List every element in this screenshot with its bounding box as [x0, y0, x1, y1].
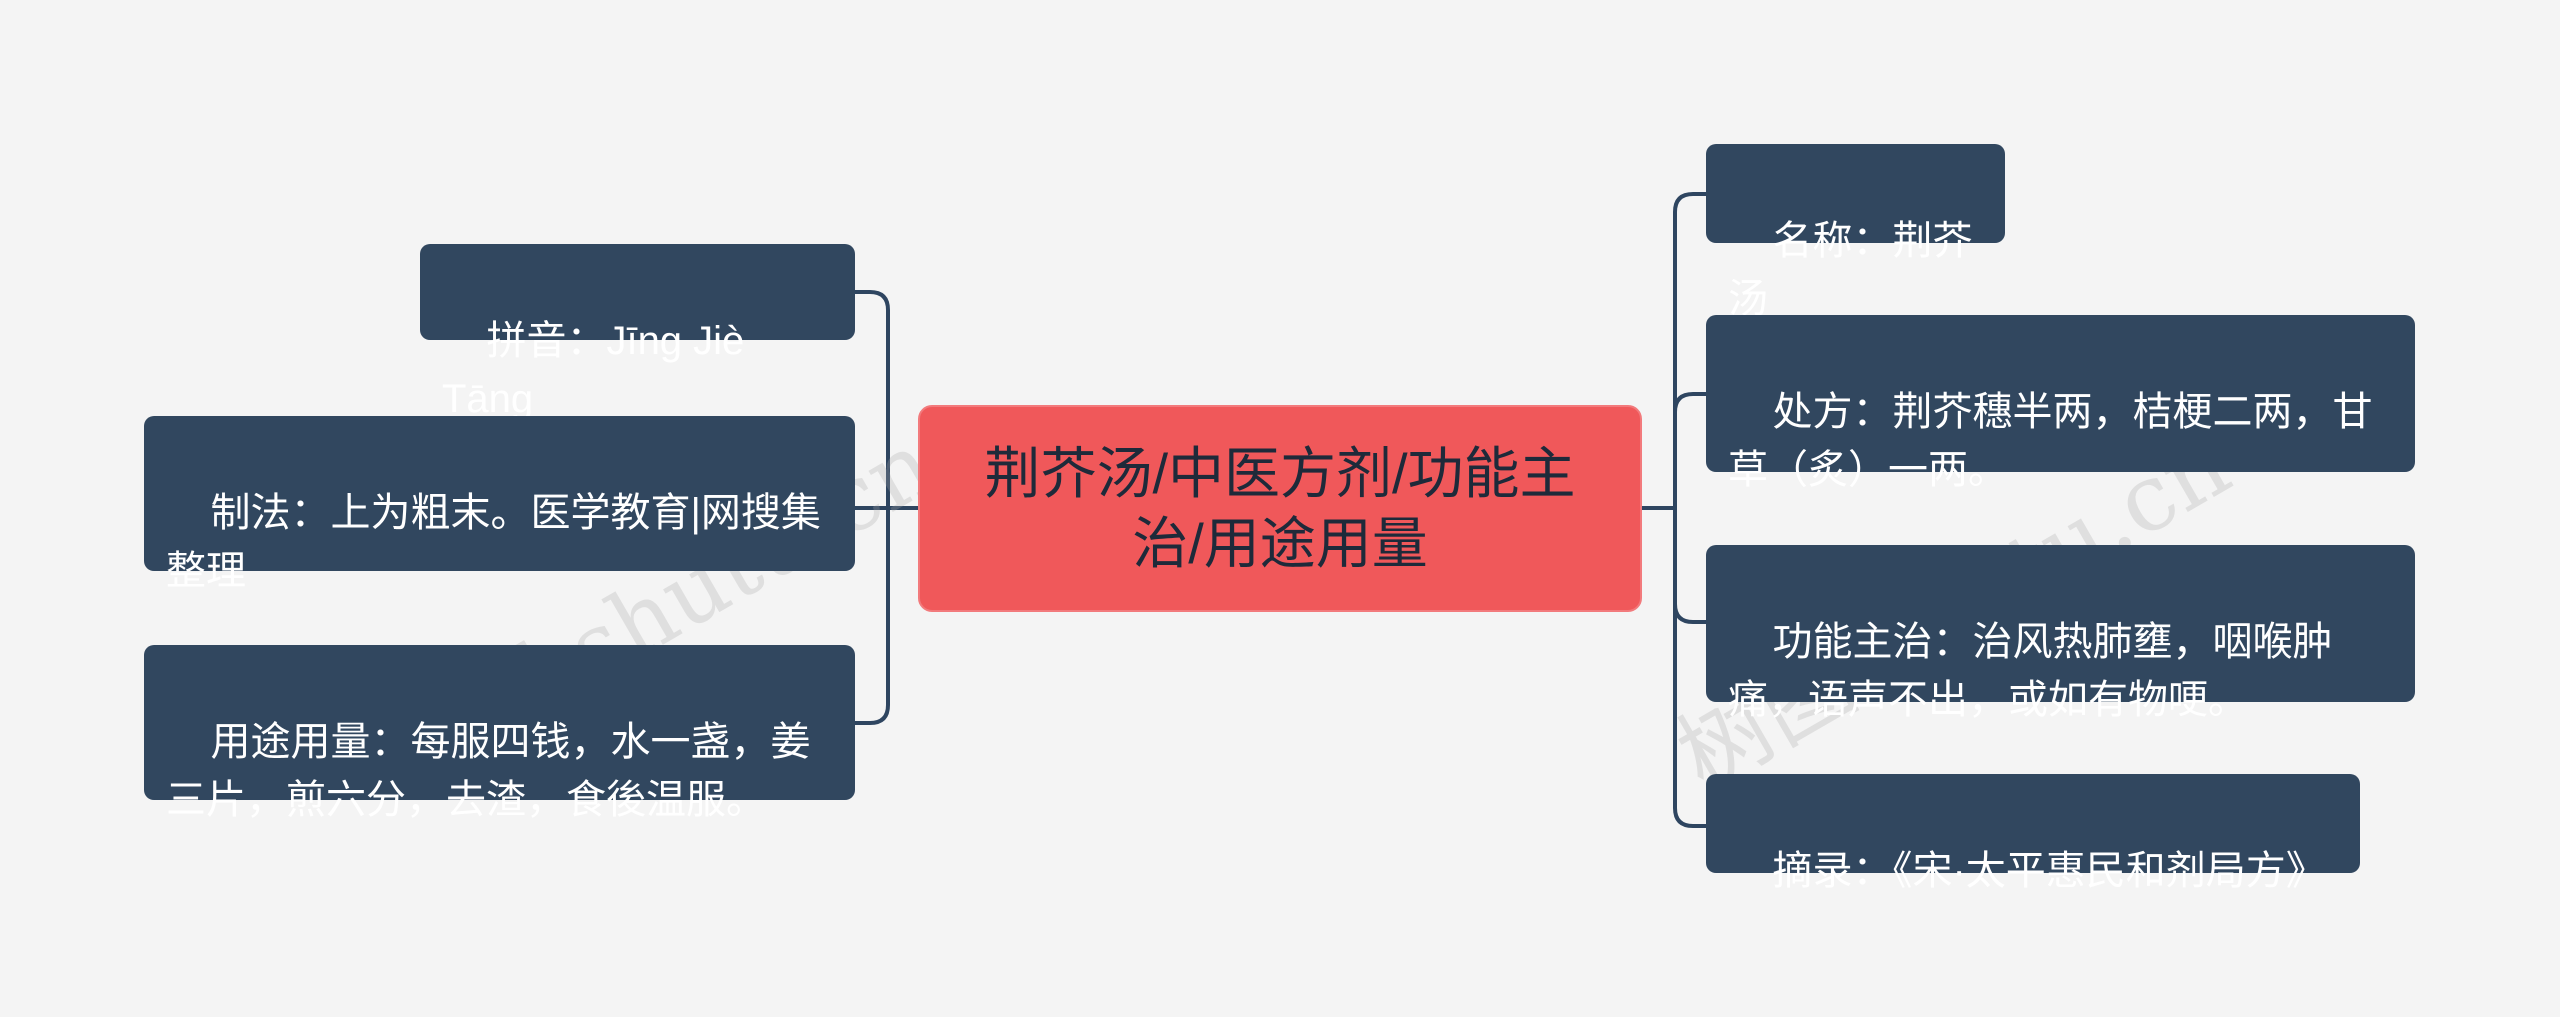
connector-left-usage [853, 506, 890, 725]
node-prescription[interactable]: 处方：荆芥穗半两，桔梗二两，甘草（炙）一两。 [1706, 315, 2415, 492]
node-preparation-method-text: 制法：上为粗末。医学教育|网搜集整理 [166, 491, 821, 593]
connector-left-pinyin [853, 290, 890, 510]
connector-right-prescription [1673, 392, 1708, 510]
node-pinyin-text: 拼音：Jīng Jiè Tāng [442, 319, 755, 421]
connector-right-source [1673, 506, 1708, 828]
connector-right-indication [1673, 506, 1708, 624]
node-preparation-method[interactable]: 制法：上为粗末。医学教育|网搜集整理 [144, 416, 855, 593]
node-indications[interactable]: 功能主治：治风热肺壅，咽喉肿痛，语声不出，或如有物哽。 [1706, 545, 2415, 722]
connector-right-name [1673, 192, 1708, 510]
node-usage-dosage[interactable]: 用途用量：每服四钱，水一盏，姜三片，煎六分，去渣，食後温服。 [144, 645, 855, 822]
node-usage-dosage-text: 用途用量：每服四钱，水一盏，姜三片，煎六分，去渣，食後温服。 [166, 720, 811, 822]
root-node[interactable]: 荆芥汤/中医方剂/功能主治/用途用量 [918, 405, 1642, 612]
node-prescription-text: 处方：荆芥穗半两，桔梗二两，甘草（炙）一两。 [1728, 390, 2373, 492]
node-source[interactable]: 摘录：《宋·太平惠民和剂局方》 [1706, 774, 2360, 893]
node-name-text: 名称：荆芥汤 [1728, 219, 1973, 321]
node-pinyin[interactable]: 拼音：Jīng Jiè Tāng [420, 244, 855, 421]
node-indications-text: 功能主治：治风热肺壅，咽喉肿痛，语声不出，或如有物哽。 [1728, 620, 2333, 722]
node-name[interactable]: 名称：荆芥汤 [1706, 144, 2005, 321]
node-source-text: 摘录：《宋·太平惠民和剂局方》 [1772, 849, 2326, 893]
root-node-title: 荆芥汤/中医方剂/功能主治/用途用量 [984, 441, 1576, 575]
